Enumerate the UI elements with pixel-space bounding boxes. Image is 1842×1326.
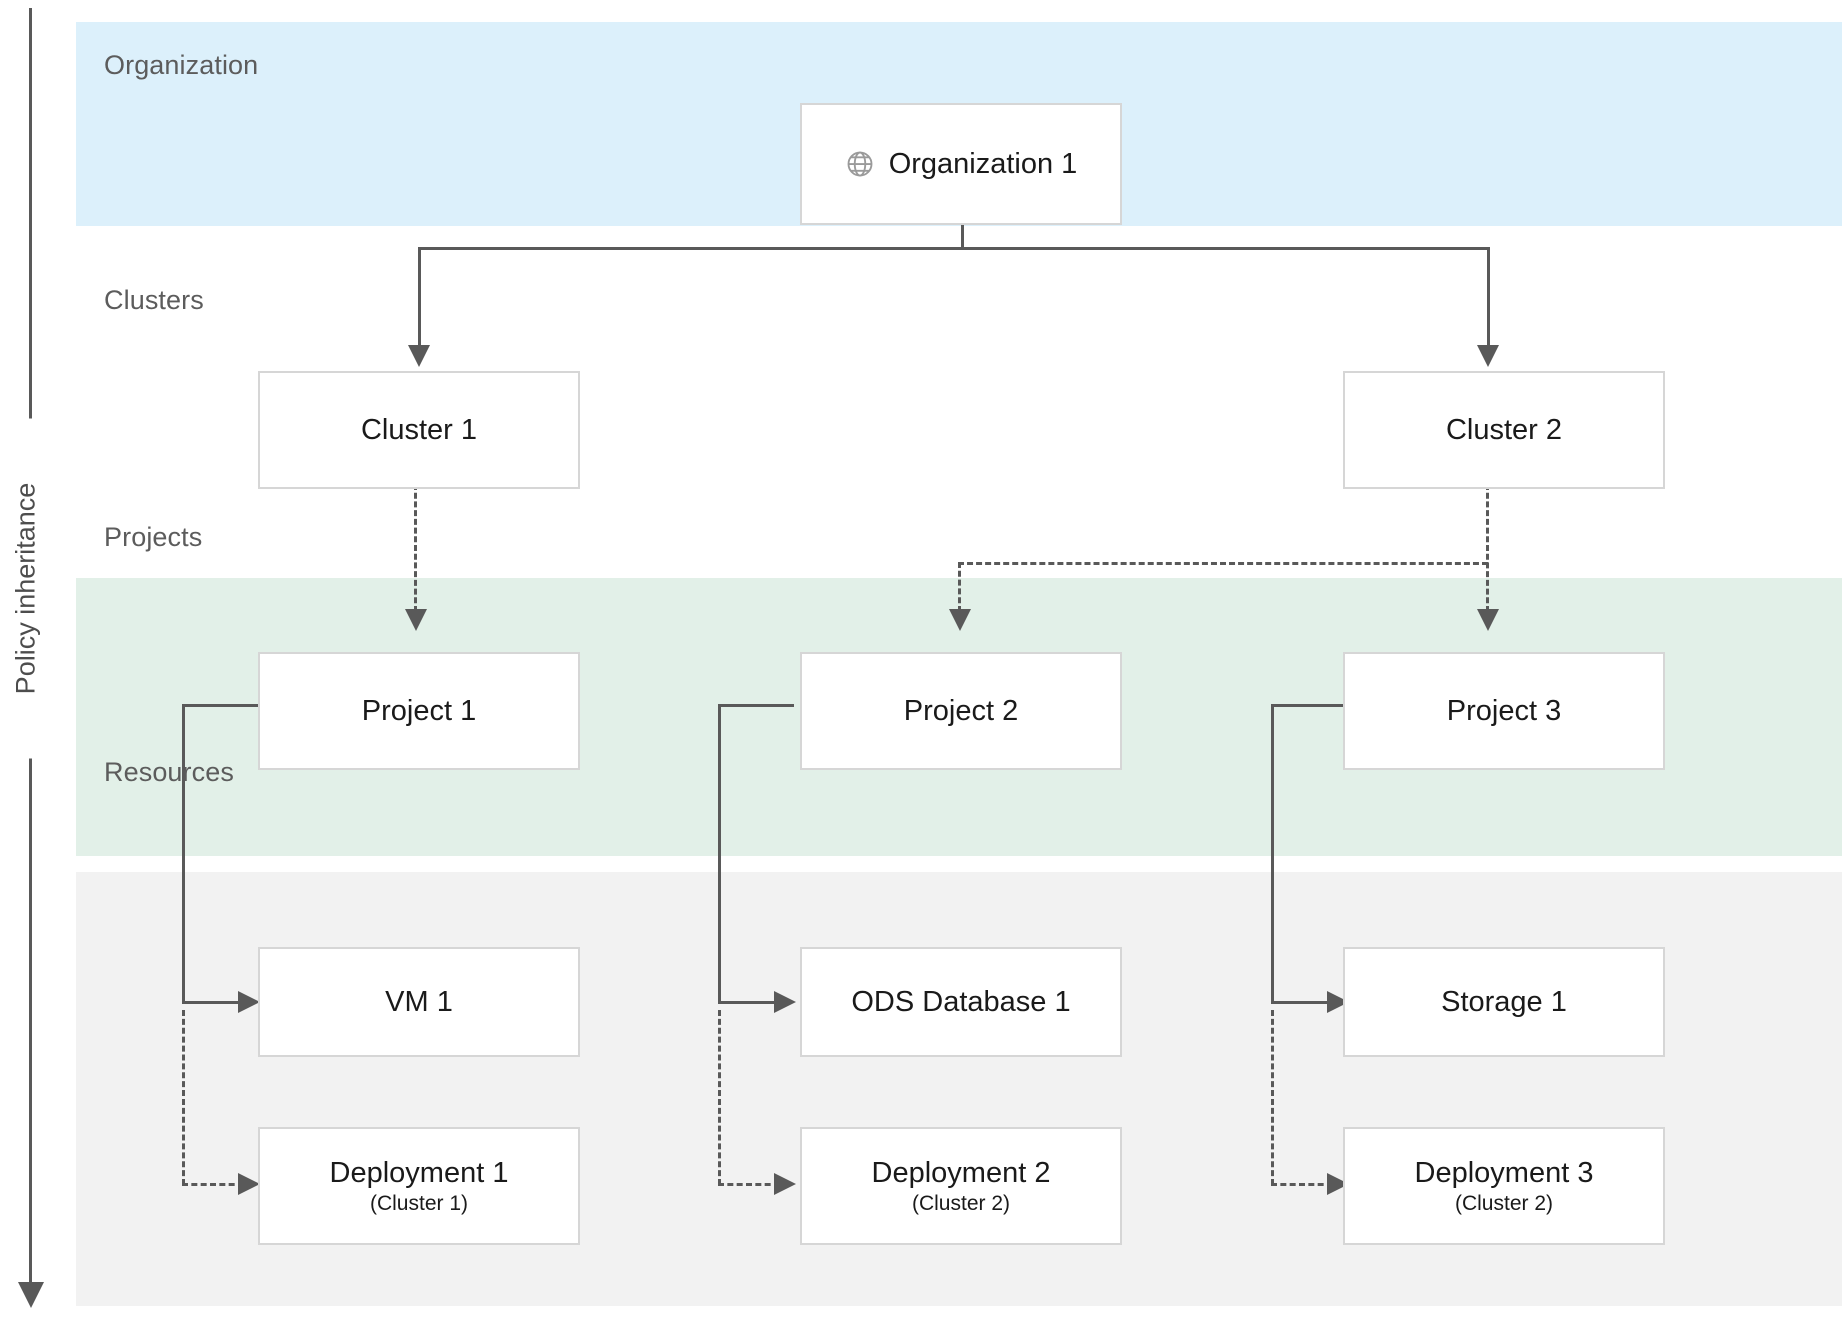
node-deployment-1-label: Deployment 1 [329,1156,509,1189]
arrowhead-project1-to-vm1 [238,991,260,1013]
connector-org-to-cluster1 [418,247,421,345]
node-deployment-1-sublabel: (Cluster 1) [369,1191,469,1215]
arrowhead-org-to-cluster2 [1477,345,1499,367]
connector-project3-riser [1271,704,1274,1003]
node-organization-1-label: Organization 1 [888,147,1078,180]
node-cluster-1[interactable]: Cluster 1 [258,371,580,489]
connector-project1-stub [182,704,258,707]
arrowhead-cluster1-to-project1 [405,609,427,631]
connector-cluster1-to-project1 [414,484,417,612]
arrowhead-project2-to-deployment2 [774,1173,796,1195]
node-deployment-2-sublabel: (Cluster 2) [911,1191,1011,1215]
arrowhead-cluster2-to-project3 [1477,609,1499,631]
connector-project2-to-deployment2-vertical [718,1010,721,1185]
node-storage-1-label: Storage 1 [1441,985,1567,1018]
connector-cluster2-to-project2-horizontal [958,562,1488,565]
node-project-1[interactable]: Project 1 [258,652,580,770]
policy-inheritance-label: Policy inheritance [4,418,48,759]
arrowhead-org-to-cluster1 [408,345,430,367]
node-deployment-2-label: Deployment 2 [871,1156,1051,1189]
connector-project3-to-deployment3-vertical [1271,1010,1274,1185]
node-ods-database-1-label: ODS Database 1 [851,985,1071,1018]
node-deployment-1[interactable]: Deployment 1 (Cluster 1) [258,1127,580,1245]
node-vm-1-label: VM 1 [385,985,453,1018]
connector-project1-to-vm1 [182,1001,242,1004]
arrowhead-cluster2-to-project2 [949,609,971,631]
band-label-organization: Organization [104,50,259,80]
node-ods-database-1[interactable]: ODS Database 1 [800,947,1122,1057]
node-vm-1[interactable]: VM 1 [258,947,580,1057]
node-cluster-1-label: Cluster 1 [360,413,478,446]
node-project-1-label: Project 1 [361,694,477,727]
node-project-2[interactable]: Project 2 [800,652,1122,770]
node-deployment-3[interactable]: Deployment 3 (Cluster 2) [1343,1127,1665,1245]
band-label-projects: Projects [104,522,203,552]
node-organization-1[interactable]: Organization 1 [800,103,1122,225]
connector-project3-stub [1271,704,1347,707]
connector-project2-to-deployment2-horizontal [718,1183,780,1186]
connector-project3-to-deployment3-horizontal [1271,1183,1333,1186]
connector-project1-riser [182,704,185,1003]
connector-org-to-cluster2 [1487,247,1490,345]
globe-icon [845,149,875,179]
node-project-3-label: Project 3 [1446,694,1562,727]
node-deployment-2[interactable]: Deployment 2 (Cluster 2) [800,1127,1122,1245]
band-label-clusters: Clusters [104,285,204,315]
band-label-resources: Resources [104,757,234,787]
policy-inheritance-arrow-icon [18,1282,44,1308]
connector-project2-stub [718,704,794,707]
node-deployment-3-label: Deployment 3 [1414,1156,1594,1189]
connector-cluster2-to-project3 [1486,484,1489,612]
connector-cluster2-to-project2-vertical [958,562,961,612]
connector-project1-to-deployment1-horizontal [182,1183,244,1186]
node-storage-1[interactable]: Storage 1 [1343,947,1665,1057]
connector-project3-to-storage1 [1271,1001,1331,1004]
arrowhead-project1-to-deployment1 [238,1173,260,1195]
node-deployment-3-sublabel: (Cluster 2) [1454,1191,1554,1215]
connector-org-spine [418,247,1490,250]
connector-project2-to-ods [718,1001,778,1004]
node-project-3[interactable]: Project 3 [1343,652,1665,770]
node-cluster-2[interactable]: Cluster 2 [1343,371,1665,489]
connector-project1-to-deployment1-vertical [182,1010,185,1185]
node-project-2-label: Project 2 [903,694,1019,727]
node-cluster-2-label: Cluster 2 [1445,413,1563,446]
connector-project2-riser [718,704,721,1003]
arrowhead-project2-to-ods [774,991,796,1013]
